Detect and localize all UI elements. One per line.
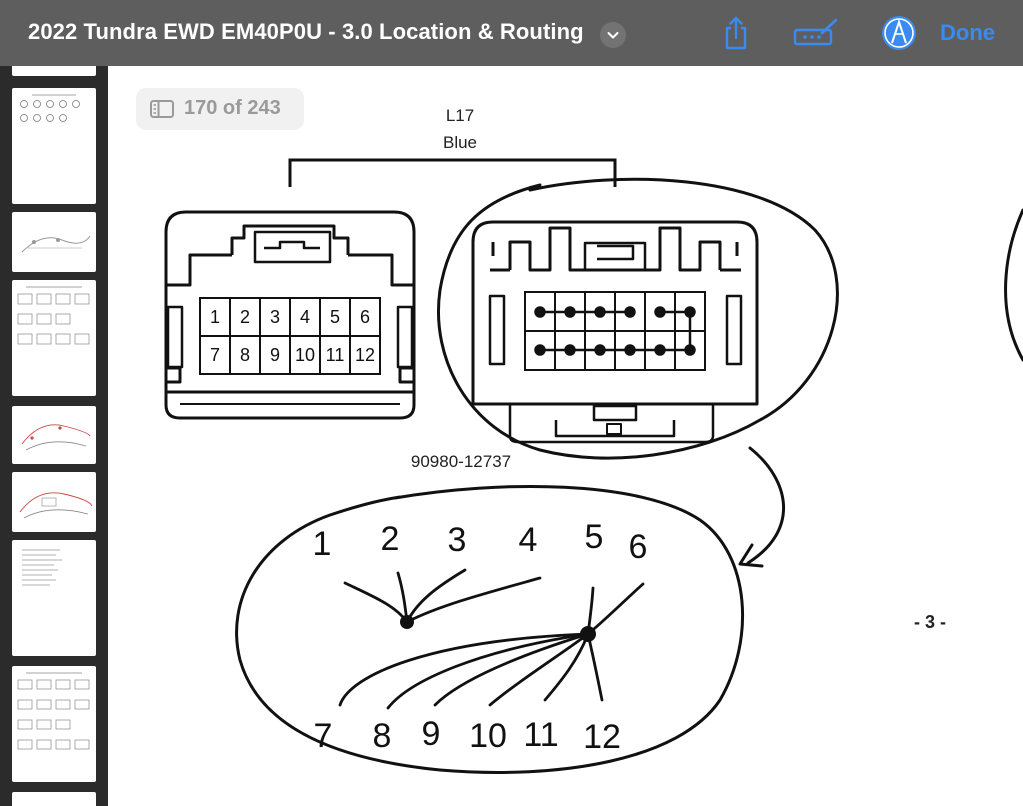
page-indicator-label: 170 of 243 — [184, 97, 281, 119]
markup-button[interactable] — [792, 14, 840, 52]
page-thumbnail[interactable] — [12, 280, 96, 396]
markup-icon — [793, 18, 838, 46]
page-indicator[interactable]: 170 of 243 — [136, 88, 304, 130]
page-thumbnail[interactable] — [12, 66, 96, 76]
share-button[interactable] — [718, 14, 754, 52]
document-page[interactable] — [108, 66, 1023, 806]
document-title[interactable]: 2022 Tundra EWD EM40P0U - 3.0 Location &… — [28, 19, 584, 44]
top-toolbar: 2022 Tundra EWD EM40P0U - 3.0 Location &… — [0, 0, 1023, 66]
page-thumbnail[interactable] — [12, 212, 96, 272]
share-icon — [725, 16, 747, 50]
page-thumbnail[interactable] — [12, 472, 96, 532]
thumbnail-sidebar[interactable] — [0, 66, 108, 806]
page-thumbnail[interactable] — [12, 88, 96, 204]
page-thumbnail[interactable] — [12, 792, 96, 806]
done-button[interactable]: Done — [940, 20, 995, 45]
page-thumbnail[interactable] — [12, 406, 96, 464]
markup-pen-button[interactable] — [878, 14, 920, 52]
sidebar-toggle-icon — [150, 100, 174, 118]
chevron-down-icon[interactable] — [600, 22, 626, 48]
pencil-tip-icon — [882, 16, 916, 50]
page-thumbnail[interactable] — [12, 540, 96, 656]
page-thumbnail[interactable] — [12, 666, 96, 782]
